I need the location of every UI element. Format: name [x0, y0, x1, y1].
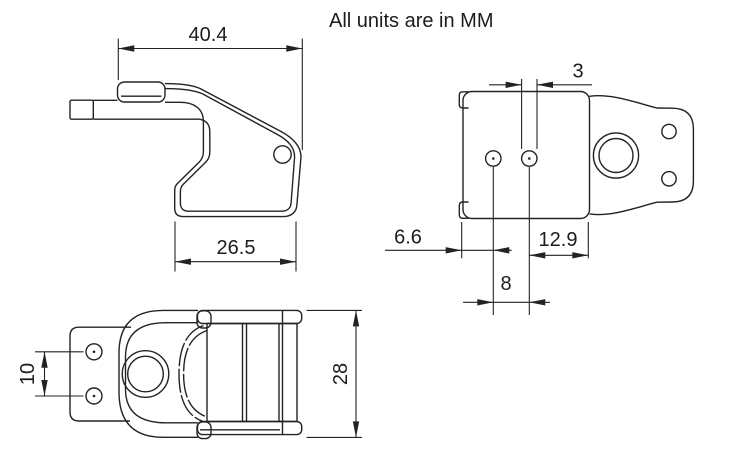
pivot-boss-outer [592, 132, 640, 179]
cam-lever-pad [116, 81, 166, 103]
dimension-6-6: 6.6 [385, 222, 512, 259]
top-rail [196, 309, 303, 325]
tab-hole-top [85, 343, 103, 361]
side-view: 40.4 26.5 [69, 24, 303, 272]
dimension-8: 8 [463, 167, 550, 315]
arrowhead [41, 380, 48, 396]
arrowhead [286, 45, 303, 52]
edge-tab-bottom [458, 201, 469, 219]
strap-slot-edge-outer [178, 324, 204, 423]
lever-arm-tip [69, 99, 94, 120]
arrowhead [445, 247, 462, 254]
dim-label: 10 [17, 363, 39, 385]
pivot-boss-outer [121, 350, 170, 399]
arrowhead [529, 252, 546, 259]
body-outline [462, 90, 591, 220]
dim-label: 6.6 [394, 227, 422, 249]
pivot-boss-inner [598, 137, 634, 174]
dimension-10: 10 [17, 351, 84, 397]
arrowhead [118, 45, 135, 52]
mount-tab-outline [69, 326, 131, 422]
loop-outer-edge [118, 309, 198, 438]
rail-ear-top [196, 310, 212, 329]
arrowhead [477, 299, 494, 306]
strap-hole-right [520, 150, 538, 167]
front-view: 3 6.6 12.9 8 [385, 61, 695, 315]
dimension-40-4: 40.4 [117, 24, 303, 150]
strap-hole-left-center-mark [492, 157, 495, 160]
dimension-12-9: 12.9 [529, 222, 589, 259]
rail-ear-bottom [196, 421, 212, 440]
dimension-28: 28 [306, 309, 362, 438]
dim-label: 3 [572, 61, 583, 83]
dim-label: 26.5 [217, 237, 256, 259]
edge-tab-top [458, 91, 469, 109]
rivet-hole [273, 145, 292, 164]
pivot-boss-inner [126, 355, 164, 393]
bottom-rail [196, 420, 303, 436]
strap-slot-edge-inner [182, 329, 208, 418]
cam-drum [206, 322, 298, 423]
tab-hole-bottom [85, 387, 103, 405]
arrowhead [352, 421, 360, 438]
arrowhead [175, 258, 191, 265]
arrowhead [352, 310, 360, 327]
arrowhead [537, 81, 553, 88]
dimension-26-5: 26.5 [174, 221, 297, 272]
arrowhead [493, 247, 510, 254]
body-outer-outline [164, 82, 302, 218]
strap-hole-left [484, 150, 502, 167]
top-view: 10 28 [17, 309, 362, 440]
body-inner-thickness-line [164, 87, 296, 212]
tab-hole-top-center-mark [92, 350, 96, 354]
strap-hole-right-center-mark [528, 157, 531, 160]
tab-hole-bottom-center-mark [92, 394, 96, 398]
dimension-3: 3 [489, 61, 592, 149]
units-note: All units are in MM [329, 10, 494, 32]
dim-label: 28 [330, 363, 352, 385]
arrowhead [505, 81, 522, 88]
dim-label: 8 [500, 273, 511, 295]
plate-hole-top [661, 123, 677, 140]
arrowhead [572, 252, 589, 259]
mount-plate-outline [589, 94, 695, 216]
dim-label: 40.4 [189, 24, 228, 46]
arrowhead [529, 299, 546, 306]
plate-hole-bottom [661, 170, 677, 187]
dim-label: 12.9 [539, 229, 578, 251]
arrowhead [41, 351, 48, 368]
loop-inner-edge [124, 322, 198, 424]
arrowhead [280, 258, 296, 265]
